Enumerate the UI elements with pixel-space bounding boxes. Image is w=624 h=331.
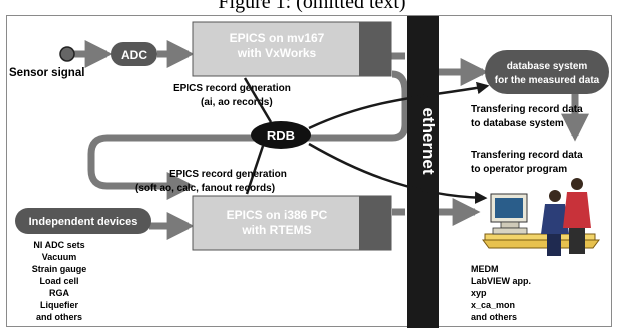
record-gen-1-line2: (ai, ao records) (201, 97, 273, 108)
transfer-db-line1: Transfering record data (471, 104, 583, 115)
sensor-signal-label: Sensor signal (9, 67, 84, 79)
device-item: Load cell (39, 276, 78, 286)
figure-caption: Figure 1: (omitted text) (218, 0, 406, 13)
device-item: Vacuum (42, 252, 77, 262)
mv167-box (192, 21, 392, 77)
operator-workstation-illustration (482, 178, 600, 256)
rdb-node (251, 121, 311, 149)
independent-devices-label: Independent devices (29, 216, 138, 228)
rdb-to-operator-curve (308, 142, 488, 204)
mv167-label-line1: EPICS on mv167 (230, 31, 325, 45)
i386-box (192, 195, 392, 251)
database-label-line1: database system (507, 61, 588, 72)
device-item: RGA (49, 288, 70, 298)
independent-devices-box (15, 208, 151, 234)
rdb-to-i386-line (245, 145, 265, 195)
device-item: Strain gauge (32, 264, 87, 274)
program-item: MEDM (471, 264, 499, 274)
ethernet-bar (407, 16, 439, 328)
program-item: and others (471, 312, 517, 322)
mv167-label-line2: with VxWorks (237, 46, 317, 60)
program-item: x_ca_mon (471, 300, 515, 310)
sensor-node (59, 46, 75, 62)
transfer-db-line2: to database system (471, 118, 564, 129)
program-item: xyp (471, 288, 487, 298)
database-label-line2: for the measured data (495, 75, 600, 86)
adc-label: ADC (121, 48, 147, 62)
i386-label-line2: with RTEMS (241, 223, 311, 237)
device-item: and others (36, 312, 82, 322)
database-box (485, 50, 609, 94)
device-item: Liquefier (40, 300, 79, 310)
record-gen-2-line1: EPICS record generation (169, 169, 287, 180)
record-gen-2-line2: (soft ao, calc, fanout records) (135, 183, 275, 194)
ethernet-label: ethernet (419, 107, 438, 174)
mv167-box-side (359, 22, 391, 76)
mv167-to-i386-loop (87, 70, 409, 200)
i386-box-side (359, 196, 391, 250)
record-gen-1-line1: EPICS record generation (173, 83, 291, 94)
program-item: LabVIEW app. (471, 276, 531, 286)
mv167-to-rdb-line (243, 77, 273, 123)
diagram-frame: Sensor signal ADC EPICS on mv167 with Vx… (6, 15, 612, 328)
rdb-to-database-curve (308, 81, 490, 130)
device-item: NI ADC sets (33, 240, 84, 250)
transfer-op-line1: Transfering record data (471, 150, 583, 161)
transfer-op-line2: to operator program (471, 164, 567, 175)
adc-box (111, 42, 157, 66)
system-diagram: Sensor signal ADC EPICS on mv167 with Vx… (9, 16, 609, 328)
rdb-label: RDB (267, 128, 295, 143)
i386-label-line1: EPICS on i386 PC (227, 208, 328, 222)
